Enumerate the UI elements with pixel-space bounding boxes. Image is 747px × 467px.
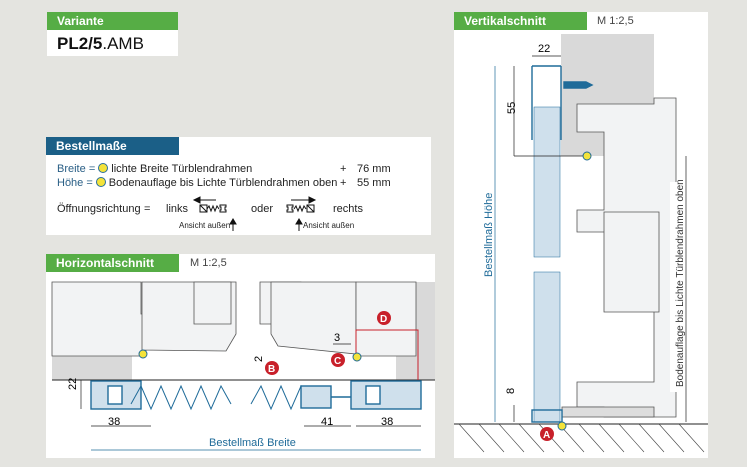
vertical-scale: M 1:2,5 <box>597 15 634 27</box>
opening-right: rechts <box>333 203 363 215</box>
pleat-left <box>130 384 232 411</box>
opening-direction-icons <box>192 196 317 231</box>
dim-22: 22 <box>538 43 550 55</box>
desc: lichte Breite Türblendrahmen <box>111 163 253 175</box>
vertical-drawing: 22 55 8 Bestellmaß Höhe Bodenauflage bis… <box>454 34 708 453</box>
profile-right <box>300 380 422 410</box>
red-dimension-d <box>355 329 419 380</box>
dimension-lines <box>80 343 421 451</box>
mesh-lower <box>533 271 561 423</box>
value-breite: 76 mm <box>357 163 391 175</box>
eq: = <box>86 177 93 189</box>
frame-profiles <box>561 97 677 418</box>
opening-left: links <box>166 203 189 215</box>
marker-d: D <box>377 311 391 325</box>
floor-hatch <box>458 423 705 453</box>
dim-height: Bestellmaß Höhe <box>483 193 495 277</box>
desc: Bodenauflage bis Lichte Türblendrahmen o… <box>108 177 338 189</box>
model-bold: PL2/5 <box>57 34 103 53</box>
svg-text:B: B <box>268 364 275 375</box>
label: Breite <box>57 163 86 175</box>
opening-eq: = <box>144 203 151 215</box>
dim-3: 3 <box>334 332 340 344</box>
label-bg <box>670 182 690 392</box>
yellow-dot-icon <box>138 349 148 359</box>
opening-label: Öffnungsrichtung <box>57 203 141 215</box>
svg-text:C: C <box>334 356 341 367</box>
dimension-lines <box>494 55 687 422</box>
right-door-symbol-icon <box>286 204 315 213</box>
eq: = <box>88 163 96 175</box>
yellow-dot-icon <box>352 352 362 362</box>
bottom-profile <box>531 409 563 423</box>
dim-2: 2 <box>253 356 265 362</box>
marker-b: B <box>265 361 279 375</box>
model-suffix: .AMB <box>102 34 144 53</box>
yellow-dot-icon <box>95 177 106 187</box>
left-arrow-icon <box>192 196 216 204</box>
dim-8: 8 <box>505 388 517 394</box>
row-hoehe: Höhe = Bodenauflage bis Lichte Türblendra… <box>57 177 337 189</box>
dim-55: 55 <box>506 102 518 114</box>
marker-a: A <box>540 427 554 441</box>
view-left: Ansicht außen <box>179 221 231 230</box>
mesh-upper <box>533 106 561 258</box>
svg-text:D: D <box>380 314 387 325</box>
plus: + <box>340 177 347 189</box>
value-hoehe: 55 mm <box>357 177 391 189</box>
bestellmasse-header: Bestellmaße <box>46 137 179 155</box>
dim-38-left: 38 <box>108 416 120 428</box>
left-door-symbol-icon <box>199 204 227 213</box>
frame-profiles <box>51 281 417 357</box>
horizontal-drawing: 22 38 41 38 3 2 Bestellmaß Breite B C D <box>51 281 435 451</box>
yellow-dot-icon <box>557 421 567 431</box>
yellow-dot-icon <box>582 151 592 161</box>
view-right: Ansicht außen <box>303 221 355 230</box>
vertical-header: Vertikalschnitt <box>454 12 587 30</box>
model-name: PL2/5.AMB <box>57 34 144 54</box>
dim-38-right: 38 <box>381 416 393 428</box>
bestellmasse-panel: Bestellmaße Breite = lichte Breite Türble… <box>46 137 431 235</box>
horizontal-scale: M 1:2,5 <box>190 257 227 269</box>
opening-or: oder <box>251 203 274 215</box>
vertical-panel: Vertikalschnitt M 1:2,5 22 55 8 <box>454 12 708 458</box>
svg-text:A: A <box>543 430 550 441</box>
yellow-dot-icon <box>98 163 109 173</box>
dim-22: 22 <box>67 378 79 390</box>
label: Höhe <box>57 177 84 189</box>
up-arrow-icon <box>229 218 237 231</box>
dim-clear-height: Bodenauflage bis Lichte Türblendrahmen o… <box>675 179 686 387</box>
variante-panel: PL2/5.AMB <box>47 30 178 56</box>
dim-total-width: Bestellmaß Breite <box>209 437 296 449</box>
plus: + <box>340 163 347 175</box>
variante-header: Variante <box>47 12 178 30</box>
dim-41: 41 <box>321 416 333 428</box>
row-breite: Breite = lichte Breite Türblendrahmen <box>57 163 252 175</box>
marker-c: C <box>331 353 345 367</box>
horizontal-header: Horizontalschnitt <box>46 254 179 272</box>
horizontal-panel: Horizontalschnitt M 1:2,5 22 <box>46 254 435 458</box>
right-arrow-icon <box>291 196 317 204</box>
top-profile <box>531 65 594 140</box>
profile-left <box>90 380 142 410</box>
up-arrow-icon <box>295 218 303 231</box>
